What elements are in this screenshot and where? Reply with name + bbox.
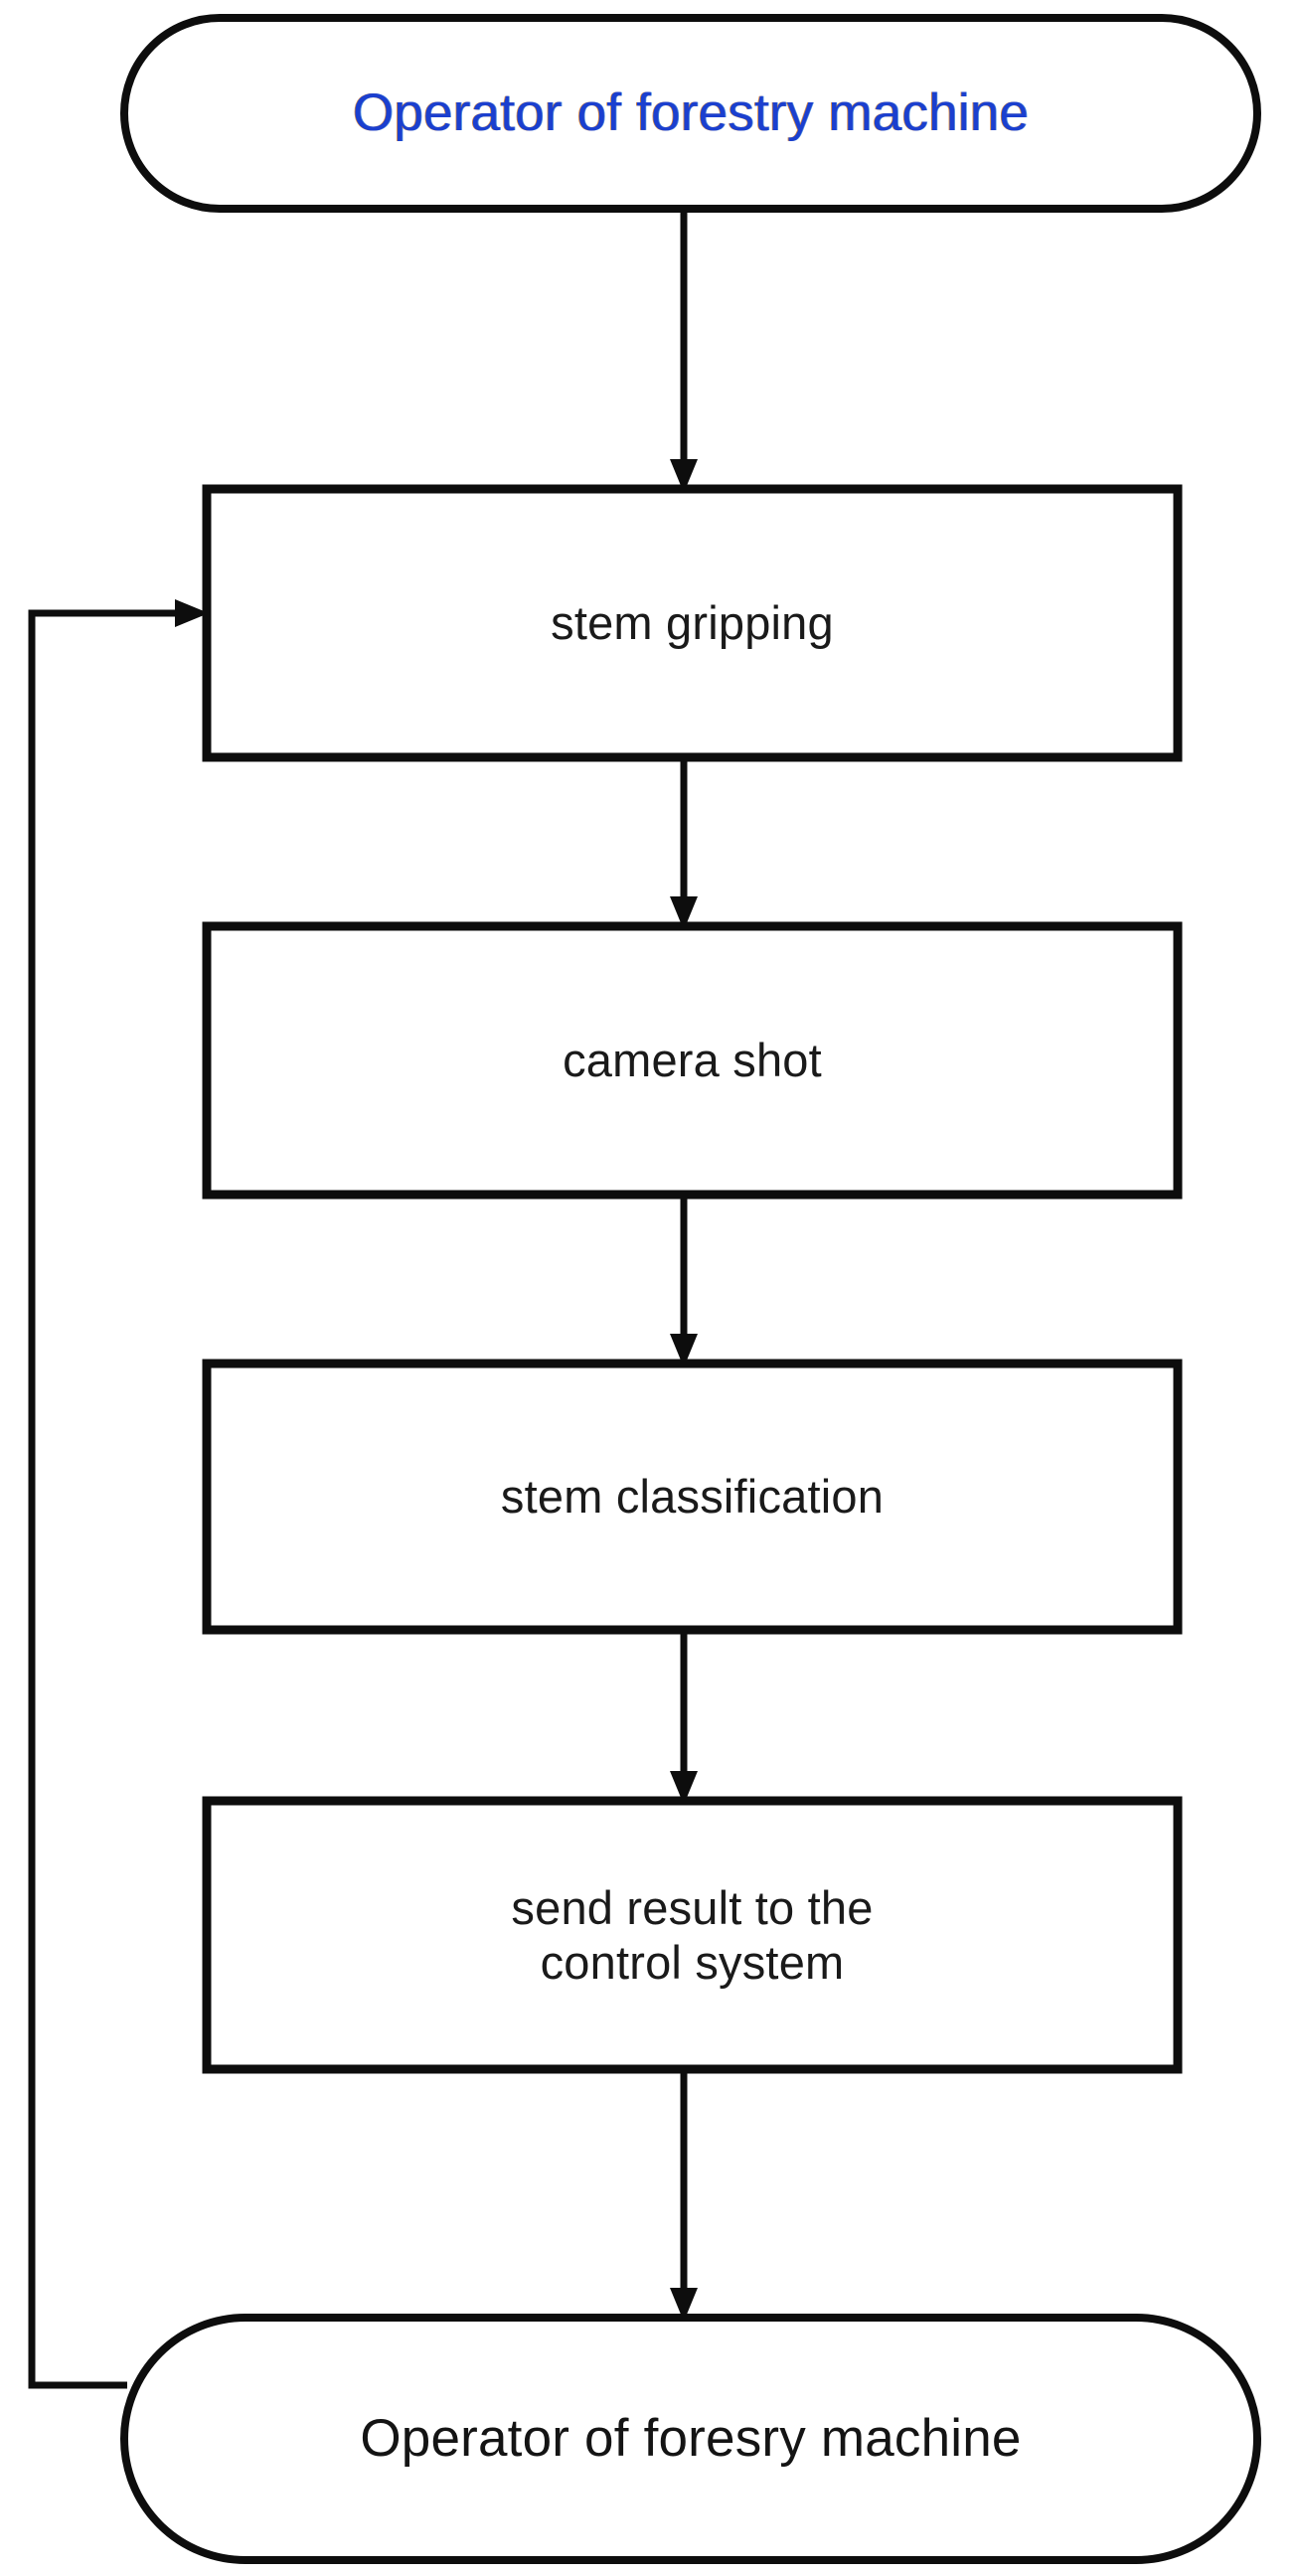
arrowhead-icon — [670, 1334, 698, 1368]
edge-start-to-gripping — [670, 209, 698, 493]
node-start-terminal[interactable] — [120, 14, 1261, 213]
arrowhead-icon — [175, 599, 209, 627]
edge-classification-to-send — [670, 1630, 698, 1805]
arrowhead-icon — [670, 1771, 698, 1805]
node-process-stem-classification[interactable] — [202, 1359, 1183, 1635]
node-process-camera-shot[interactable] — [202, 921, 1183, 1200]
node-process-stem-gripping[interactable] — [202, 484, 1183, 762]
node-end-terminal[interactable] — [120, 2314, 1261, 2564]
edge-gripping-to-camera — [670, 757, 698, 930]
node-process-send-result[interactable] — [202, 1796, 1183, 2074]
connector-layer — [28, 209, 698, 2389]
arrowhead-icon — [670, 2288, 698, 2322]
edge-send-to-end — [670, 2069, 698, 2322]
edge-feedback-loop — [28, 599, 209, 2389]
edge-camera-to-classification — [670, 1195, 698, 1368]
node-layer — [120, 14, 1261, 2564]
arrowhead-icon — [670, 459, 698, 493]
arrowhead-icon — [670, 896, 698, 930]
